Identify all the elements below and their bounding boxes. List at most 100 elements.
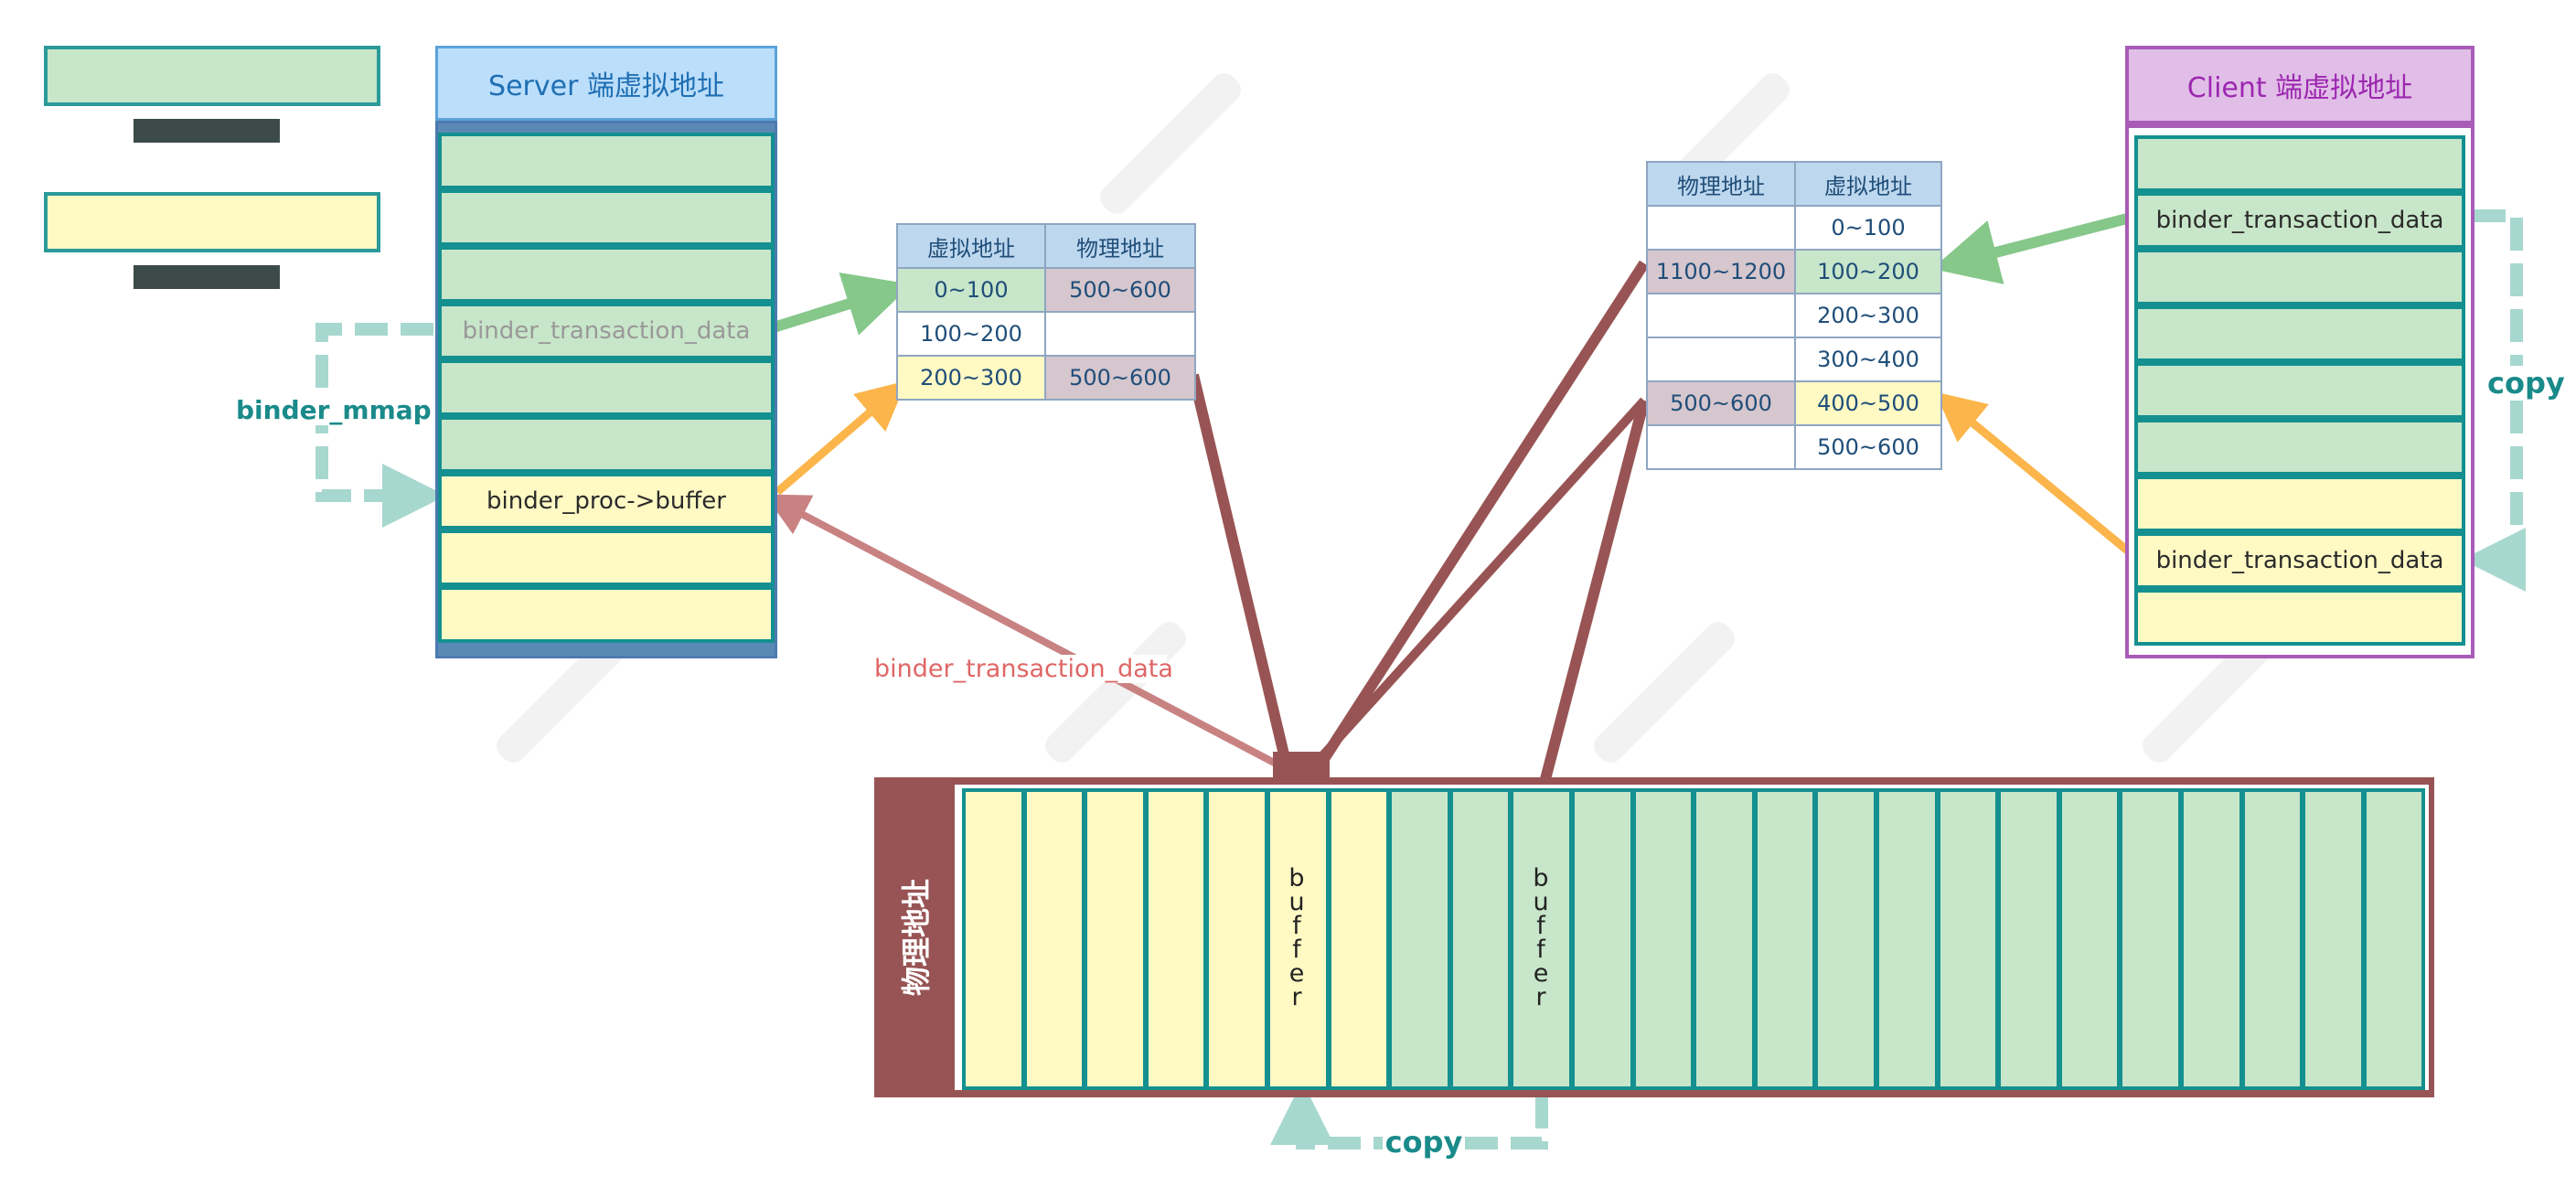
client-row: binder_transaction_data — [2134, 192, 2465, 249]
physical-page-cell — [2058, 788, 2122, 1090]
physical-page-cell — [1753, 788, 1817, 1090]
table-cell: 200~300 — [1794, 293, 1942, 338]
table-cell: 500~600 — [1646, 380, 1796, 426]
buffer-char: e — [1288, 959, 1305, 988]
table-header: 物理地址 — [1646, 161, 1796, 207]
table-cell — [1646, 337, 1796, 382]
server-row — [438, 189, 775, 246]
table-cell: 500~600 — [1044, 267, 1196, 313]
server-map-table: 虚拟地址 物理地址 0~100 500~600 100~200 200~300 … — [896, 223, 1196, 401]
server-row — [438, 359, 775, 416]
map-line — [1299, 397, 1648, 781]
table-cell: 200~300 — [896, 355, 1046, 401]
buffer-char: f — [1292, 936, 1301, 964]
client-row — [2134, 589, 2465, 646]
client-column: binder_transaction_data binder_transacti… — [2125, 124, 2474, 658]
legend-swatch-yellow — [44, 192, 380, 252]
table-header: 虚拟地址 — [896, 223, 1046, 269]
buffer-char: f — [1536, 912, 1545, 940]
server-row — [438, 586, 775, 643]
table-cell: 100~200 — [1794, 249, 1942, 294]
table-cell — [1646, 424, 1796, 470]
server-row: binder_proc->buffer — [438, 473, 775, 529]
table-cell: 1100~1200 — [1646, 249, 1796, 294]
physical-page-cell — [1205, 788, 1268, 1090]
server-title: Server 端虚拟地址 — [435, 46, 777, 121]
client-row — [2134, 305, 2465, 362]
physical-page-cell — [2302, 788, 2365, 1090]
table-cell: 0~100 — [1794, 205, 1942, 251]
physical-page-cell — [1022, 788, 1086, 1090]
server-column: binder_transaction_data binder_proc->buf… — [435, 121, 777, 658]
buffer-char: b — [1288, 864, 1305, 893]
legend-swatch-green — [44, 46, 380, 106]
legend-label-green — [134, 119, 280, 143]
buffer-char: u — [1533, 888, 1549, 916]
buffer-char: r — [1535, 983, 1546, 1011]
physical-page-cell — [1448, 788, 1512, 1090]
table-header: 物理地址 — [1044, 223, 1196, 269]
physical-page-cell — [1327, 788, 1391, 1090]
client-row — [2134, 476, 2465, 532]
table-cell: 400~500 — [1794, 380, 1942, 426]
physical-page-cell — [1997, 788, 2060, 1090]
server-row: binder_transaction_data — [438, 303, 775, 359]
table-cell: 500~600 — [1794, 424, 1942, 470]
buffer-label-yellow: b u f f e r — [1278, 864, 1315, 1011]
table-cell: 0~100 — [896, 267, 1046, 313]
map-line — [1307, 260, 1650, 781]
copy-label-bottom: copy — [1383, 1125, 1465, 1160]
server-row — [438, 133, 775, 189]
client-row — [2134, 135, 2465, 192]
copy-label-right: copy — [2487, 366, 2565, 401]
client-title: Client 端虚拟地址 — [2125, 46, 2474, 124]
binder-mmap-label: binder_mmap — [236, 395, 432, 425]
server-green-arrow — [772, 272, 912, 336]
client-map-table: 物理地址 虚拟地址 0~100 1100~1200 100~200 200~30… — [1646, 161, 1942, 470]
physical-page-cell — [1510, 788, 1573, 1090]
table-cell: 500~600 — [1044, 355, 1196, 401]
client-row: binder_transaction_data — [2134, 532, 2465, 589]
physical-page-cell — [1936, 788, 2000, 1090]
server-row — [438, 529, 775, 586]
physical-page-cell — [1144, 788, 1208, 1090]
physical-page-cell — [2362, 788, 2426, 1090]
legend-label-yellow — [134, 265, 280, 289]
transaction-red-arrow — [764, 494, 1300, 779]
physical-page-cell — [1084, 788, 1147, 1090]
physical-page-cell — [1693, 788, 1756, 1090]
physical-page-cell — [1571, 788, 1634, 1090]
buffer-char: u — [1288, 888, 1305, 916]
table-cell: 100~200 — [896, 311, 1046, 357]
physical-page-cell — [2119, 788, 2182, 1090]
buffer-char: f — [1536, 936, 1545, 964]
table-cell — [1646, 205, 1796, 251]
map-line — [1188, 373, 1295, 779]
server-row — [438, 416, 775, 473]
client-row — [2134, 419, 2465, 476]
physical-page-cell — [1876, 788, 1939, 1090]
buffer-char: r — [1291, 983, 1302, 1011]
client-row — [2134, 249, 2465, 305]
physical-memory-label: 物理地址 — [899, 878, 935, 997]
physical-page-cell — [2240, 788, 2304, 1090]
table-cell — [1044, 311, 1196, 357]
physical-page-cell — [1388, 788, 1451, 1090]
buffer-label-green: b u f f e r — [1523, 864, 1559, 1011]
physical-page-cell — [1631, 788, 1695, 1090]
client-orange-arrow — [1935, 391, 2133, 557]
transaction-arrow-label: binder_transaction_data — [874, 655, 1173, 683]
table-header: 虚拟地址 — [1794, 161, 1942, 207]
client-row — [2134, 362, 2465, 419]
physical-page-cell — [1814, 788, 1877, 1090]
table-cell — [1646, 293, 1796, 338]
server-orange-arrow — [775, 380, 907, 496]
server-row — [438, 246, 775, 303]
physical-page-cell — [2180, 788, 2243, 1090]
map-line — [1540, 399, 1650, 781]
client-green-arrow — [1931, 212, 2132, 284]
buffer-char: e — [1533, 959, 1549, 988]
buffer-char: b — [1533, 864, 1549, 893]
physical-page-cell — [962, 788, 1025, 1090]
